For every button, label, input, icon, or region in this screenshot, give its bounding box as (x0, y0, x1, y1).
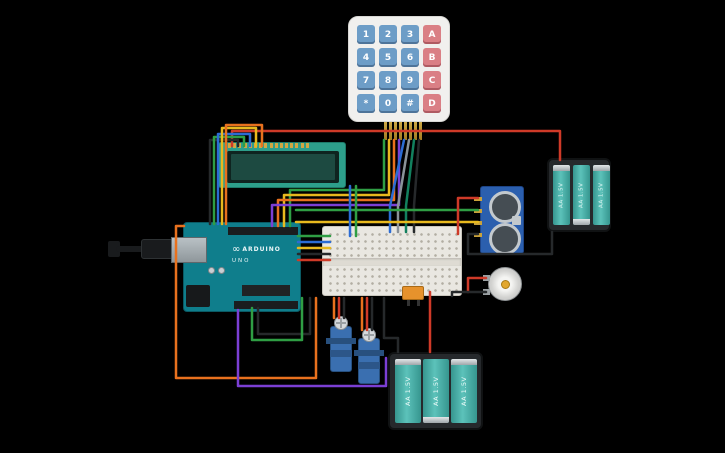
keypad-pin (409, 116, 412, 140)
orange-module[interactable] (402, 286, 424, 306)
servo-stripe (330, 350, 352, 357)
wire-keypad-row3[interactable] (276, 138, 396, 228)
module-leg (407, 300, 410, 306)
breadboard[interactable] (322, 226, 462, 296)
keypad-key-8[interactable]: 8 (379, 71, 397, 90)
keypad-key-2[interactable]: 2 (379, 25, 397, 44)
arduino-capacitor (218, 267, 225, 274)
servo-mount-flange (354, 350, 384, 356)
wire-keypad-row4[interactable] (270, 138, 401, 228)
battery-cell: AA 1.5V (423, 359, 449, 423)
keypad-key-A[interactable]: A (423, 25, 441, 44)
keypad-pin (384, 116, 387, 140)
arduino-model-text: UNO (232, 258, 251, 264)
keypad-key-D[interactable]: D (423, 94, 441, 113)
keypad-key-9[interactable]: 9 (401, 71, 419, 90)
arduino-header-top[interactable] (228, 227, 298, 235)
wire-orange-loop[interactable] (174, 224, 318, 380)
battery-cell: AA 1.5V (553, 165, 570, 225)
wire-keypad-col1[interactable] (388, 138, 406, 234)
keypad-pin (399, 116, 402, 140)
breadboard-center-groove (323, 258, 461, 266)
arduino-power-jack (186, 285, 210, 307)
servo-horn (334, 316, 348, 330)
wire-black-arduino-servo[interactable] (256, 296, 312, 336)
keypad-pin (389, 116, 392, 140)
keypad-key-hash[interactable]: # (401, 94, 419, 113)
battery-pack-right[interactable]: AA 1.5V AA 1.5V AA 1.5V (547, 158, 611, 232)
keypad-key-0[interactable]: 0 (379, 94, 397, 113)
keypad-key-4[interactable]: 4 (357, 48, 375, 67)
wire-black-motor[interactable] (450, 290, 488, 298)
wire-keypad-col2[interactable] (396, 138, 411, 234)
wire-keypad-col4[interactable] (412, 138, 421, 234)
servo-motor-1[interactable] (326, 314, 356, 376)
keypad-key-star[interactable]: * (357, 94, 375, 113)
servo-horn (362, 328, 376, 342)
keypad-key-5[interactable]: 5 (379, 48, 397, 67)
servo-stripe (358, 362, 380, 369)
wire-black-sensor-battery[interactable] (466, 230, 554, 256)
wire-black-lcd[interactable] (208, 138, 240, 226)
wire-black-battery-bottom[interactable] (382, 296, 400, 354)
keypad-pins (384, 116, 424, 140)
wire-keypad-col3[interactable] (404, 138, 416, 234)
wire-yellow-lcd[interactable] (220, 126, 258, 226)
arduino-header-bottom[interactable] (234, 301, 298, 309)
wire-purple-loop[interactable] (236, 308, 388, 388)
wire-blue-lcd[interactable] (216, 132, 252, 226)
battery-cell: AA 1.5V (451, 359, 477, 423)
wire-red-motor[interactable] (466, 276, 488, 294)
wire-red-sensor[interactable] (456, 196, 480, 236)
keypad-4x4[interactable]: 1 2 3 A 4 5 6 B 7 8 9 C * 0 # D (348, 16, 450, 122)
module-leg (417, 300, 420, 306)
battery-cell: AA 1.5V (593, 165, 610, 225)
battery-pack-bottom[interactable]: AA 1.5V AA 1.5V AA 1.5V (388, 352, 483, 430)
keypad-key-1[interactable]: 1 (357, 25, 375, 44)
keypad-pin (414, 116, 417, 140)
sensor-crystal (512, 216, 521, 225)
wire-keypad-row2[interactable] (282, 138, 391, 228)
battery-cell: AA 1.5V (573, 165, 590, 225)
keypad-pin (394, 116, 397, 140)
arduino-mcu-chip (242, 285, 290, 296)
keypad-key-3[interactable]: 3 (401, 25, 419, 44)
servo-motor-2[interactable] (354, 326, 384, 388)
arduino-capacitor (208, 267, 215, 274)
arduino-logo-icon: ∞ (232, 243, 241, 255)
keypad-key-C[interactable]: C (423, 71, 441, 90)
servo-mount-flange (326, 338, 356, 344)
wire-orange-lcd[interactable] (224, 123, 264, 226)
usb-cable[interactable] (116, 246, 144, 252)
keypad-pin (419, 116, 422, 140)
arduino-branding: ∞ARDUINO UNO (232, 241, 281, 265)
keypad-key-7[interactable]: 7 (357, 71, 375, 90)
motor-shaft (501, 280, 510, 289)
battery-cell: AA 1.5V (395, 359, 421, 423)
arduino-brand-text: ARDUINO (242, 245, 281, 253)
wire-green-arduino-servo[interactable] (250, 296, 304, 342)
wire-red-power-top[interactable] (230, 129, 562, 162)
usb-cable-end[interactable] (108, 241, 120, 257)
dc-motor[interactable] (483, 267, 522, 301)
keypad-pin (404, 116, 407, 140)
wire-keypad-row1[interactable] (288, 138, 386, 228)
lcd-screen (227, 151, 339, 183)
keypad-key-B[interactable]: B (423, 48, 441, 67)
keypad-key-6[interactable]: 6 (401, 48, 419, 67)
lcd-screen-inner (231, 154, 335, 180)
wire-green-lcd[interactable] (212, 135, 246, 226)
